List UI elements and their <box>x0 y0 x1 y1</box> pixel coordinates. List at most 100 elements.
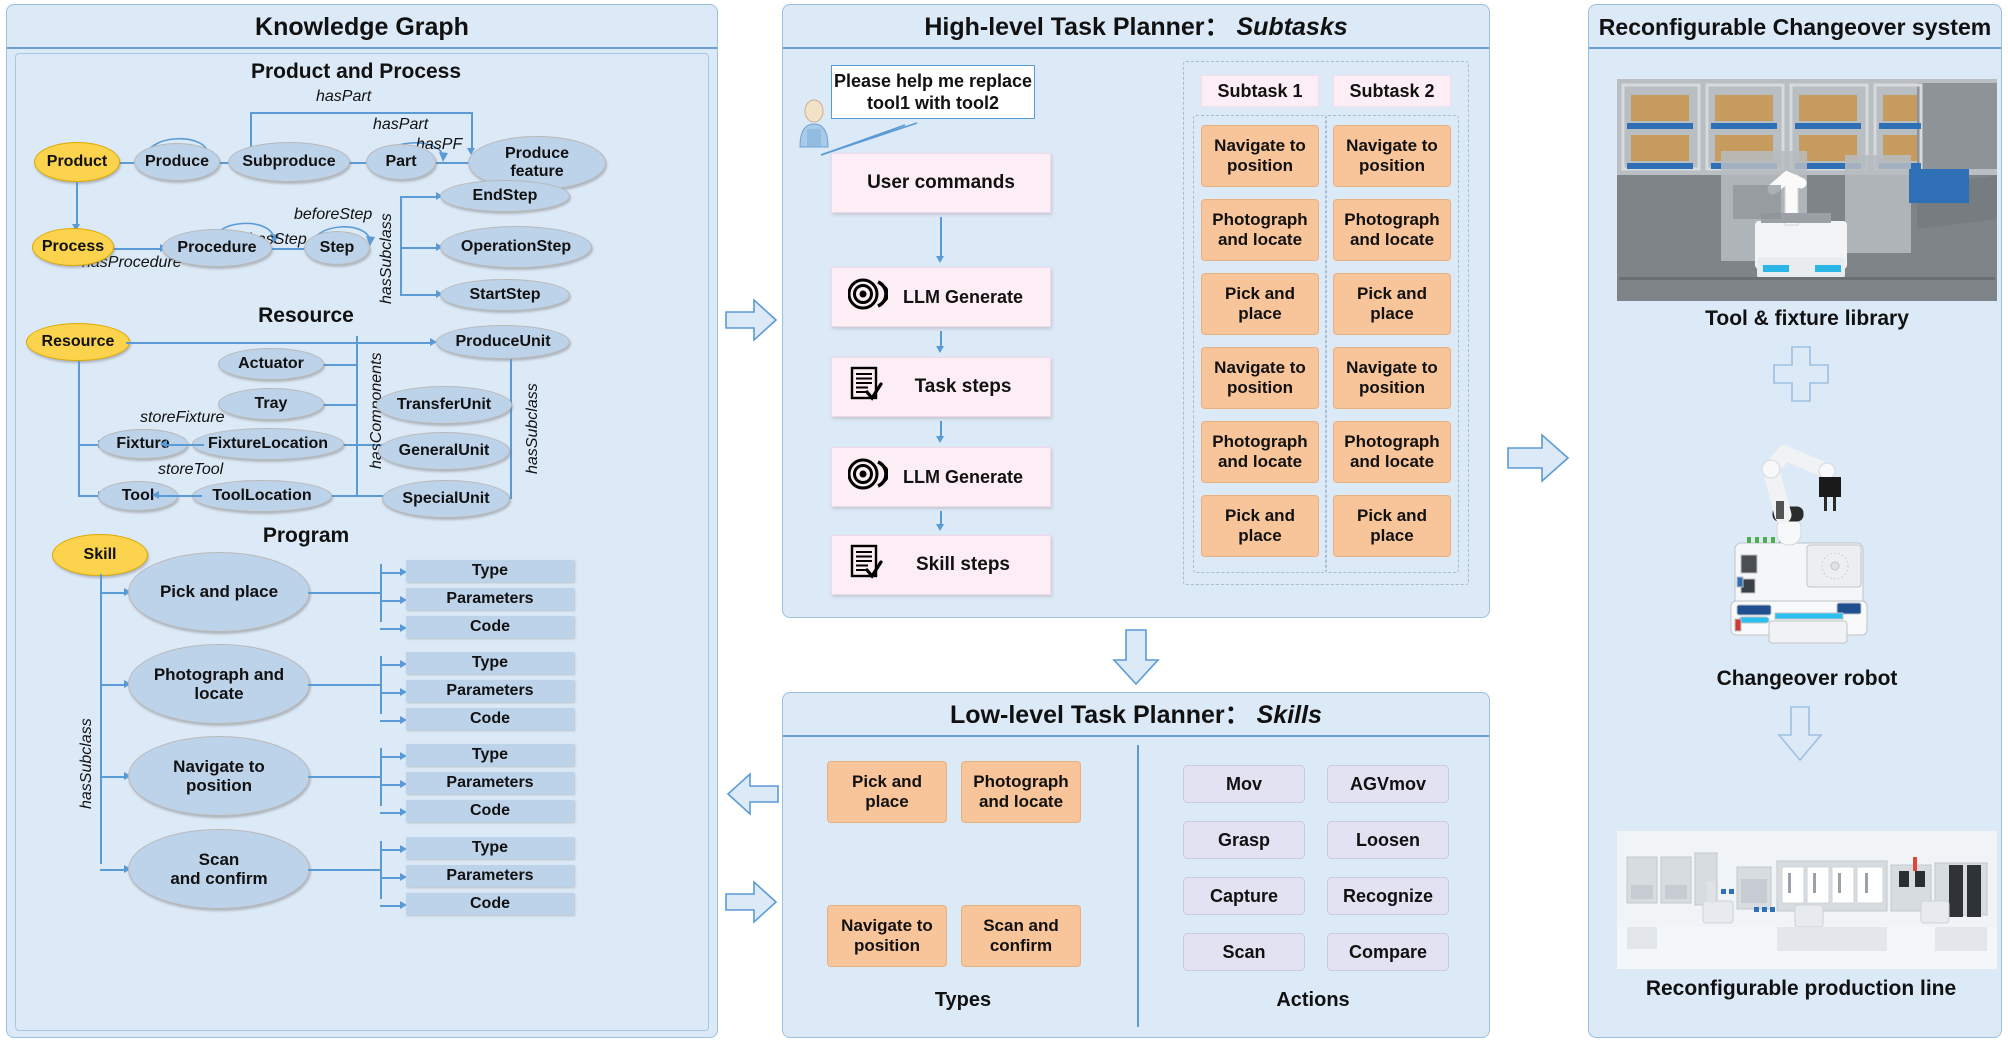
node-procedure[interactable]: Procedure <box>162 229 272 267</box>
node-transferunit[interactable]: TransferUnit <box>376 386 512 424</box>
flow-step-label-4: Skill steps <box>916 554 1010 575</box>
subtask-0-step-4[interactable]: Photograph and locate <box>1201 421 1319 483</box>
node-skill[interactable]: Skill <box>52 534 148 576</box>
production-line-photo <box>1617 831 1997 969</box>
node-startstep[interactable]: StartStep <box>440 279 570 311</box>
low-level-action-7[interactable]: Compare <box>1327 933 1449 971</box>
edge-skill-bracket-3 <box>380 841 382 899</box>
node-produce[interactable]: Produce <box>134 143 220 181</box>
low-level-type-0[interactable]: Pick and place <box>827 761 947 823</box>
edge-comp-actuator <box>316 364 356 366</box>
llm-target-icon <box>847 458 890 490</box>
node-part[interactable]: Part <box>366 144 436 180</box>
node-subproduce[interactable]: Subproduce <box>228 142 350 182</box>
edge-product-process <box>76 182 78 226</box>
edge-label-hassubclass-step: hasSubclass <box>378 213 395 304</box>
node-fixturelocation[interactable]: FixtureLocation <box>192 428 344 460</box>
caption-changeover-robot: Changeover robot <box>1716 667 1898 690</box>
edge-field-3-2 <box>380 905 402 907</box>
low-level-action-0[interactable]: Mov <box>1183 765 1305 803</box>
edge-field-2-1 <box>380 784 402 786</box>
node-tray[interactable]: Tray <box>218 388 324 420</box>
edge-skill-fields-2 <box>308 776 380 778</box>
edge-label-haspart-top: hasPart <box>316 88 372 105</box>
node-resource[interactable]: Resource <box>26 323 130 361</box>
flow-step-icon-4 <box>848 544 884 586</box>
edge-skill-branch <box>100 684 126 686</box>
section-title-product-process: Product and Process <box>250 60 462 83</box>
subtask-0-step-0[interactable]: Navigate to position <box>1201 125 1319 187</box>
skill-node-0[interactable]: Pick and place <box>128 552 310 632</box>
subtask-0-step-5[interactable]: Pick and place <box>1201 495 1319 557</box>
edge-skill-branch <box>100 592 126 594</box>
arrowhead-field-3-2 <box>400 900 407 909</box>
caption-tool-fixture-library: Tool & fixture library <box>1705 307 1909 330</box>
node-specialunit[interactable]: SpecialUnit <box>382 480 510 518</box>
skill-node-2[interactable]: Navigate to position <box>128 736 310 816</box>
flow-connector-1 <box>940 331 942 347</box>
low-level-action-6[interactable]: Scan <box>1183 933 1305 971</box>
subtask-1-step-3[interactable]: Navigate to position <box>1333 347 1451 409</box>
edge-product-produce <box>104 162 138 164</box>
flow-connector-3 <box>940 511 942 525</box>
subtask-1-step-1[interactable]: Photograph and locate <box>1333 199 1451 261</box>
subtask-1-step-4[interactable]: Photograph and locate <box>1333 421 1451 483</box>
edge-comp-tray <box>316 404 356 406</box>
skill-field-3-1: Parameters <box>406 865 574 887</box>
node-generalunit[interactable]: GeneralUnit <box>378 432 510 470</box>
flow-step-1[interactable]: LLM Generate <box>831 267 1051 327</box>
caption-production-line: Reconfigurable production line <box>1645 977 1957 1000</box>
subtask-1-step-5[interactable]: Pick and place <box>1333 495 1451 557</box>
low-level-action-5[interactable]: Recognize <box>1327 877 1449 915</box>
edge-procedure-step <box>270 248 308 250</box>
node-product[interactable]: Product <box>34 142 120 182</box>
low-level-action-2[interactable]: Grasp <box>1183 821 1305 859</box>
edge-skill-branch <box>100 869 126 871</box>
subtask-1-step-0[interactable]: Navigate to position <box>1333 125 1451 187</box>
flow-step-icon-2 <box>848 366 884 408</box>
skill-node-1[interactable]: Photograph and locate <box>128 644 310 724</box>
flow-step-4[interactable]: Skill steps <box>831 535 1051 595</box>
edge-skill-fields-0 <box>308 592 380 594</box>
arrowhead-field-3-0 <box>400 844 407 853</box>
low-level-action-4[interactable]: Capture <box>1183 877 1305 915</box>
flow-step-2[interactable]: Task steps <box>831 357 1051 417</box>
node-toollocation[interactable]: ToolLocation <box>192 480 332 512</box>
subtask-0-step-2[interactable]: Pick and place <box>1201 273 1319 335</box>
edge-fixturelocation-fixture <box>164 444 204 446</box>
arrowhead-skill-branch <box>124 679 131 688</box>
low-level-type-3[interactable]: Scan and confirm <box>961 905 1081 967</box>
subtask-0-step-1[interactable]: Photograph and locate <box>1201 199 1319 261</box>
high-level-title: High-level Task Planner： Subtasks <box>783 5 1489 49</box>
llm-target-icon <box>847 278 890 310</box>
arrowhead-field-1-2 <box>400 715 407 724</box>
skill-field-2-0: Type <box>406 744 574 766</box>
low-level-action-1[interactable]: AGVmov <box>1327 765 1449 803</box>
skill-field-3-0: Type <box>406 837 574 859</box>
node-actuator[interactable]: Actuator <box>218 348 324 380</box>
arrowhead-tool <box>152 490 159 499</box>
subtask-1-step-2[interactable]: Pick and place <box>1333 273 1451 335</box>
edge-label-hassubclass-skill: hasSubclass <box>78 718 95 809</box>
node-operationstep[interactable]: OperationStep <box>440 226 592 268</box>
skill-node-3[interactable]: Scan and confirm <box>128 829 310 909</box>
flow-step-3[interactable]: LLM Generate <box>831 447 1051 507</box>
flow-step-0[interactable]: User commands <box>831 153 1051 213</box>
node-endstep[interactable]: EndStep <box>440 180 570 212</box>
low-level-action-3[interactable]: Loosen <box>1327 821 1449 859</box>
edge-skill-spine <box>100 574 102 864</box>
arrowhead-haspart-top <box>467 148 475 155</box>
low-level-type-1[interactable]: Photograph and locate <box>961 761 1081 823</box>
arrowhead-skill-branch <box>124 587 131 596</box>
node-step[interactable]: Step <box>304 231 370 265</box>
node-process[interactable]: Process <box>32 228 114 266</box>
edge-step-subclass-spine <box>400 196 402 294</box>
subtask-0-step-3[interactable]: Navigate to position <box>1201 347 1319 409</box>
low-level-type-2[interactable]: Navigate to position <box>827 905 947 967</box>
edge-label-haspf: hasPF <box>416 136 463 153</box>
plus-icon <box>1773 346 1829 402</box>
skill-field-1-2: Code <box>406 708 574 730</box>
edge-haspart-top-bar <box>250 112 472 114</box>
edge-skill-fields-1 <box>308 684 380 686</box>
node-produceunit[interactable]: ProduceUnit <box>436 325 570 359</box>
